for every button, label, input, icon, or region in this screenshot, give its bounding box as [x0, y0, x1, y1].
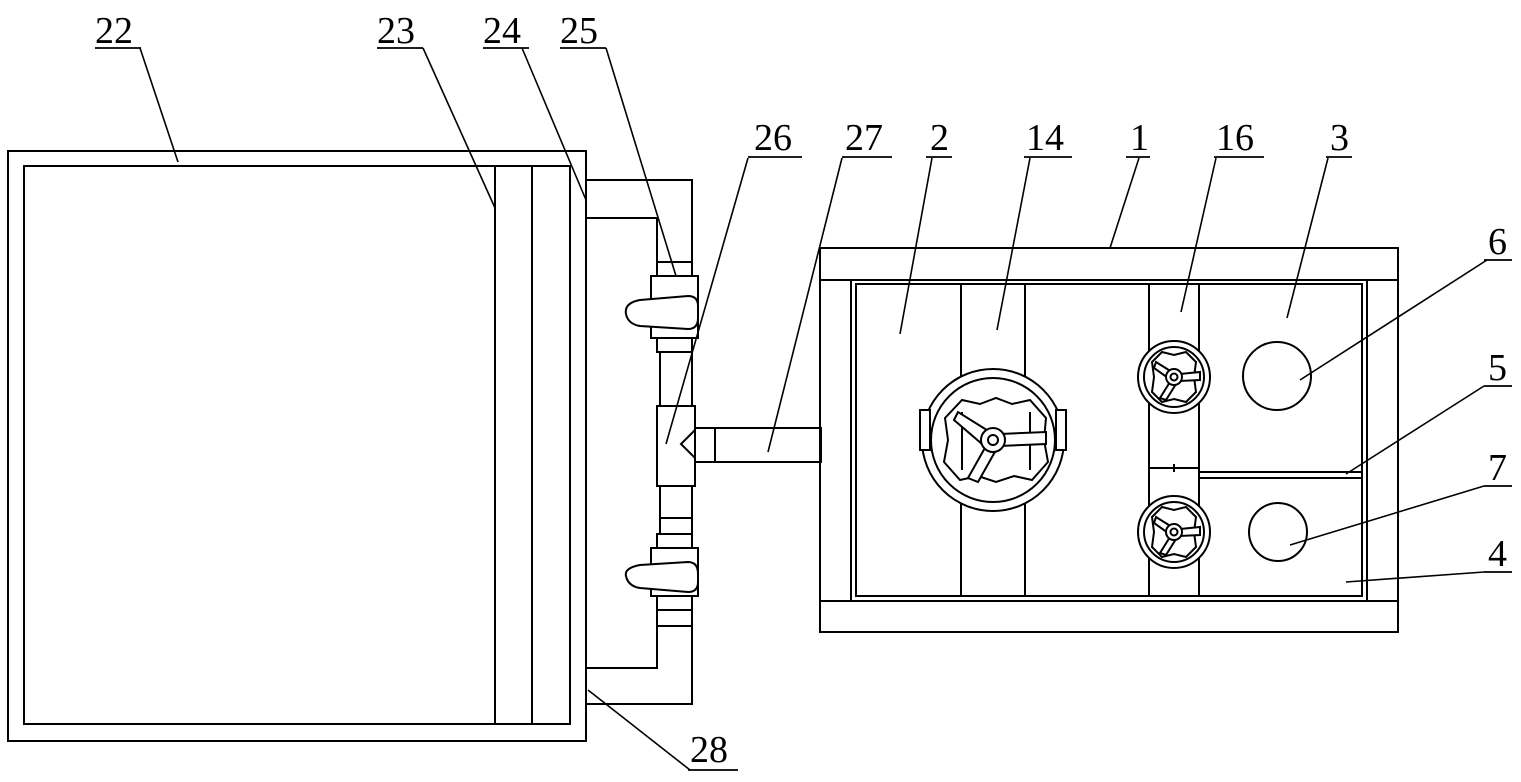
lower-valve-collar-bottom [656, 595, 693, 611]
upper-valve-collar-bottom [656, 337, 693, 353]
right-box-inner-frame [855, 283, 1363, 597]
lower-valve-handle [624, 560, 699, 594]
small-wheel-lower [1137, 495, 1211, 569]
lower-valve-collar-top [656, 533, 693, 549]
leader-6 [1299, 259, 1488, 381]
small-wheel-lower-hub [1165, 523, 1183, 541]
large-wheel-assembly [919, 368, 1067, 512]
small-wheel-upper-hub [1165, 368, 1183, 386]
left-tank-outer [7, 150, 587, 742]
leader-28 [587, 689, 691, 771]
upper-valve [624, 261, 699, 353]
opening-6 [1242, 341, 1312, 411]
small-wheel-lower-axle [1169, 527, 1179, 537]
left-tank [7, 150, 587, 742]
leader-25 [605, 47, 677, 277]
large-wheel-blade-2 [999, 430, 1047, 448]
leader-16 [1180, 157, 1217, 313]
pipe-system [586, 179, 693, 705]
label-2: 2 [930, 117, 949, 159]
lower-pipe-outer [586, 610, 693, 705]
small-wheel-upper [1137, 340, 1211, 414]
small-wheel-lower-inner [1143, 501, 1205, 563]
small-wheel-upper-gear [1150, 350, 1198, 404]
reference-labels: 22 23 24 25 26 27 2 14 1 16 3 6 5 7 4 28 [95, 10, 1512, 771]
leader-27 [767, 157, 843, 453]
label-23: 23 [377, 10, 415, 52]
label-4: 4 [1488, 533, 1507, 575]
upper-pipe-outer [586, 179, 693, 275]
leader-22 [139, 47, 179, 163]
label-14: 14 [1026, 117, 1064, 159]
label-28: 28 [690, 729, 728, 771]
lower-pipe-inner [586, 610, 658, 669]
leader-23 [422, 47, 496, 209]
large-wheel-gear [942, 396, 1050, 484]
small-wheel-lower-blade-2 [1179, 525, 1201, 538]
label-27: 27 [845, 117, 883, 159]
upper-pipe-inner [586, 217, 658, 275]
tee-joint [656, 405, 822, 487]
label-26: 26 [754, 117, 792, 159]
connecting-pipe-27 [714, 427, 822, 463]
label-24: 24 [483, 10, 521, 52]
label-5: 5 [1488, 347, 1507, 389]
large-wheel-right-clip [1055, 409, 1067, 451]
leader-lines [139, 47, 1488, 771]
label-22: 22 [95, 10, 133, 52]
leader-7 [1289, 485, 1485, 546]
leader-26 [665, 157, 749, 445]
leader-3 [1286, 157, 1329, 319]
large-wheel-hub [980, 427, 1006, 453]
tee-nozzle [694, 427, 716, 463]
right-box [819, 247, 1399, 633]
large-wheel-axle [987, 434, 999, 446]
leader-24 [521, 47, 587, 201]
left-tank-inner [23, 165, 571, 725]
label-7: 7 [1488, 447, 1507, 489]
small-wheel-upper-axle [1169, 372, 1179, 382]
large-wheel-left-clip [919, 409, 931, 451]
leader-1 [1109, 157, 1140, 249]
lower-valve [624, 533, 699, 611]
leader-4 [1345, 571, 1485, 583]
leader-5 [1345, 385, 1485, 475]
leader-14 [996, 157, 1031, 331]
opening-7 [1248, 502, 1308, 562]
small-wheel-upper-inner [1143, 346, 1205, 408]
label-6: 6 [1488, 221, 1507, 263]
upper-valve-handle [624, 294, 699, 331]
small-wheel-lower-gear [1150, 505, 1198, 559]
label-16: 16 [1216, 117, 1254, 159]
leader-2 [899, 157, 933, 335]
small-wheel-upper-blade-2 [1179, 370, 1201, 383]
right-box-outer [819, 247, 1399, 633]
label-3: 3 [1330, 117, 1349, 159]
label-25: 25 [560, 10, 598, 52]
label-1: 1 [1130, 117, 1149, 159]
